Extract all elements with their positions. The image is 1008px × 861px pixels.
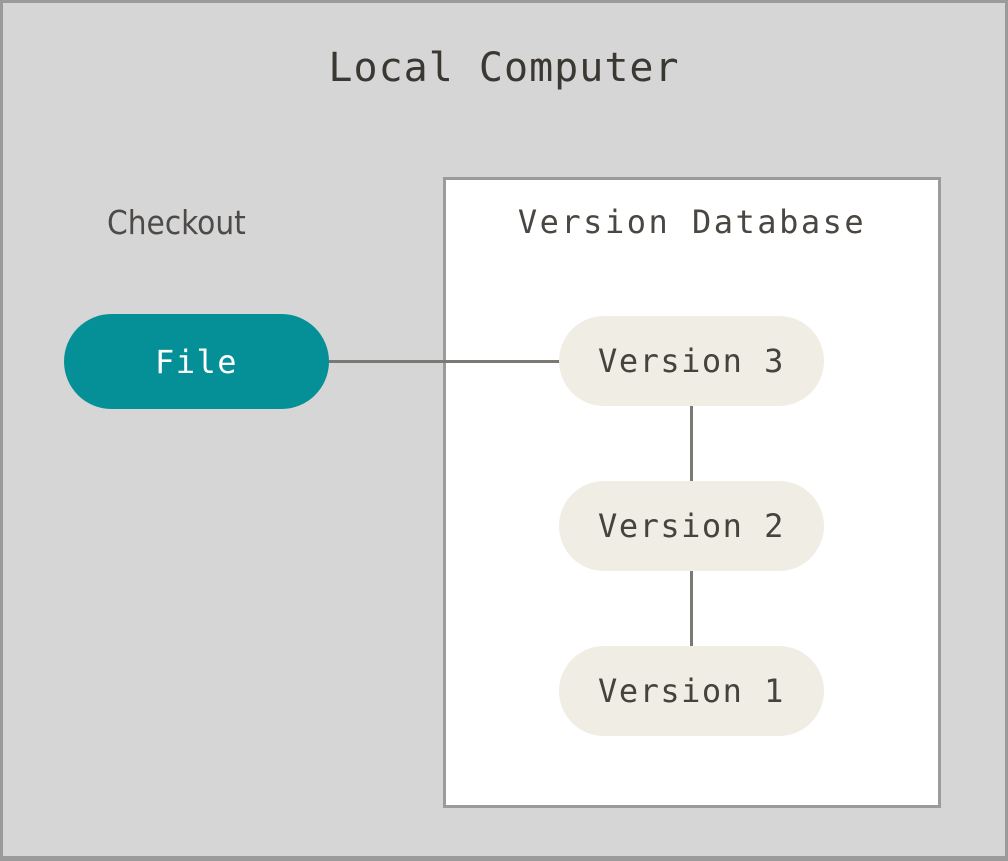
version-database-title: Version Database <box>517 203 867 241</box>
node-file[interactable]: File <box>64 314 329 409</box>
node-version-1[interactable]: Version 1 <box>559 646 824 736</box>
connector-version-3-to-version-2 <box>690 403 693 485</box>
diagram-title: Local Computer <box>328 45 680 91</box>
node-version-3[interactable]: Version 3 <box>559 316 824 406</box>
connector-file-to-version-3 <box>325 360 569 363</box>
node-version-2[interactable]: Version 2 <box>559 481 824 571</box>
connector-version-2-to-version-1 <box>690 568 693 650</box>
checkout-label: Checkout <box>107 203 246 242</box>
